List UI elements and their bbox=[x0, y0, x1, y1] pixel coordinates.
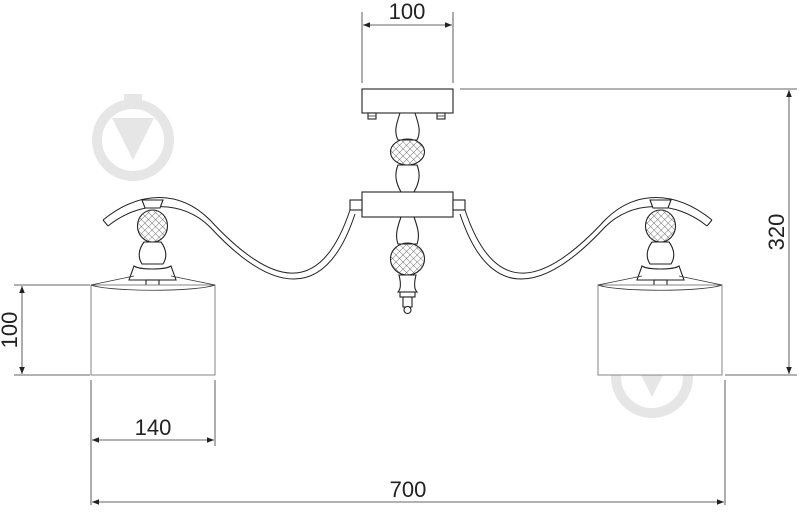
left-arm bbox=[102, 197, 356, 280]
total-width-label: 700 bbox=[390, 477, 427, 502]
lower-finial bbox=[389, 216, 426, 315]
ceiling-canopy bbox=[361, 88, 454, 120]
center-hub bbox=[349, 191, 466, 218]
upper-stem bbox=[389, 112, 426, 193]
left-shade bbox=[90, 275, 216, 376]
total-height-label: 320 bbox=[764, 214, 789, 251]
shade-height-label: 100 bbox=[0, 312, 22, 349]
dimension-shade-height: 100 bbox=[0, 284, 90, 376]
shade-width-label: 140 bbox=[135, 415, 172, 440]
dimension-total-height: 320 bbox=[460, 88, 797, 376]
canopy-width-label: 100 bbox=[389, 0, 426, 24]
dimension-canopy-width: 100 bbox=[361, 0, 454, 83]
watermark-download-icon-left bbox=[92, 94, 174, 181]
right-arm bbox=[459, 197, 713, 280]
right-shade bbox=[597, 275, 723, 376]
dimension-shade-width: 140 bbox=[90, 380, 216, 505]
dimension-total-width: 700 bbox=[92, 380, 726, 505]
